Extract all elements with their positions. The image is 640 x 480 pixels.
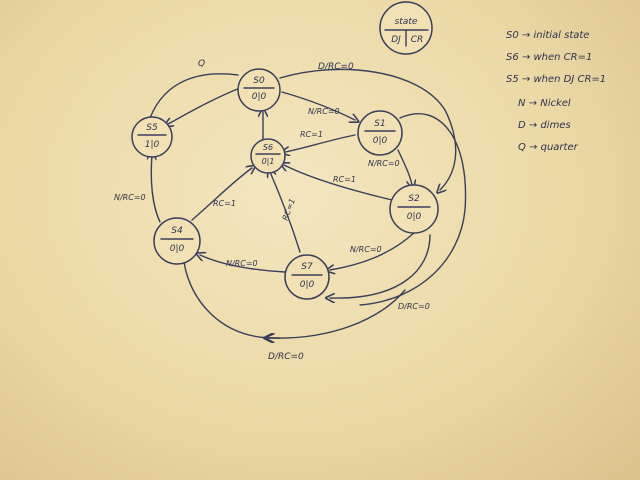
edge-labels: Q D/RC=0 N/RC=0 RC=1 N/RC=0 RC=1 RC=1 RC…	[114, 59, 430, 362]
state-s7: S7 0|0	[284, 254, 330, 300]
edges	[149, 68, 467, 338]
label-s4-s5: N/RC=0	[114, 193, 146, 202]
s2-name: S2	[408, 194, 420, 204]
label-s2-s7: N/RC=0	[350, 245, 382, 254]
legend-dj-label: DJ	[391, 35, 401, 45]
edge-s2-s7	[330, 231, 416, 270]
edge-s5-s0-upper	[149, 73, 239, 119]
label-s1-s6: RC=1	[300, 130, 323, 139]
s7-name: S7	[301, 262, 313, 272]
edge-s7-s4	[200, 255, 286, 273]
label-s7-s6: RC=1	[281, 197, 297, 222]
note-n: N → Nickel	[518, 98, 571, 109]
s4-out: 0|0	[170, 244, 185, 254]
edge-s7-s6	[270, 172, 301, 253]
s5-name: S5	[146, 123, 158, 133]
edge-s1-s2	[397, 149, 412, 185]
notes-list: S0 → initial state S6 → when CR=1 S5 → w…	[506, 30, 606, 153]
state-s5: S5 1|0	[131, 116, 173, 158]
label-s0-s1: N/RC=0	[308, 107, 340, 116]
s7-out: 0|0	[300, 280, 315, 290]
state-s4: S4 0|0	[153, 217, 201, 265]
note-d: D → dimes	[518, 120, 571, 131]
note-s5: S5 → when DJ CR=1	[506, 74, 606, 85]
note-q: Q → quarter	[518, 142, 579, 153]
edge-s2-s6	[284, 165, 393, 201]
label-s2-s6: RC=1	[333, 175, 356, 184]
s6-out: 0|1	[262, 157, 275, 166]
edge-s4-s6	[191, 168, 252, 221]
s6-name: S6	[263, 143, 273, 152]
s1-out: 0|0	[373, 136, 388, 146]
note-s0: S0 → initial state	[506, 30, 589, 41]
s2-out: 0|0	[407, 212, 422, 222]
legend-cr-label: CR	[411, 35, 424, 45]
state-s1: S1 0|0	[357, 110, 403, 156]
legend-key: state DJ CR	[379, 1, 433, 55]
label-s5-s0: Q	[198, 59, 205, 69]
state-s6: S6 0|1	[250, 138, 286, 174]
s4-name: S4	[171, 226, 183, 236]
label-s2-s7-b: D/RC=0	[398, 302, 430, 311]
edge-s0-s1	[281, 91, 355, 120]
label-s1-s2: N/RC=0	[368, 159, 400, 168]
s0-out: 0|0	[252, 92, 267, 102]
edge-s0-s2-top	[279, 68, 457, 190]
label-s7-s4: N/RC=0	[226, 259, 258, 268]
s1-name: S1	[374, 119, 385, 129]
state-s2: S2 0|0	[389, 184, 439, 234]
edge-s0-s5	[168, 87, 241, 124]
legend-top-label: state	[395, 17, 418, 27]
edge-s2-s7-lower	[330, 234, 431, 298]
edge-s1-right-arc	[359, 113, 467, 306]
label-s4-s6: RC=1	[213, 199, 236, 208]
s0-name: S0	[253, 76, 265, 86]
state-s0: S0 0|0	[237, 68, 281, 112]
edge-s4-s5	[151, 155, 161, 223]
s5-out: 1|0	[145, 140, 160, 150]
edge-s1-s6	[285, 134, 356, 152]
label-s2-s4-bottom: D/RC=0	[268, 352, 304, 362]
note-s6: S6 → when CR=1	[506, 52, 592, 63]
label-s0-s2-top: D/RC=0	[318, 62, 354, 72]
